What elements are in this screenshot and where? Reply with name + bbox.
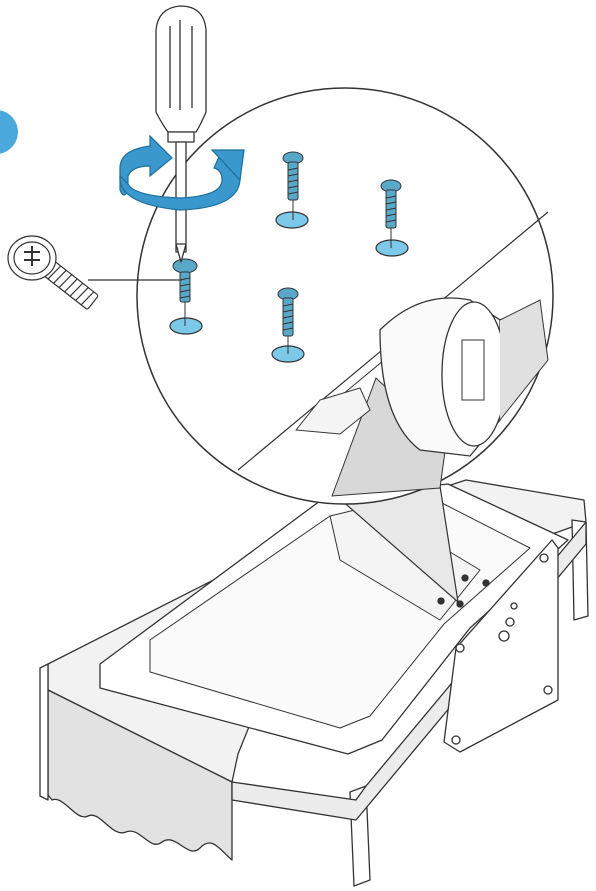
mount-hole: [437, 597, 445, 605]
screw-hole-icon: [275, 211, 309, 229]
step-badge: [0, 110, 18, 154]
zoom-circle: [136, 87, 554, 505]
mount-hole: [461, 574, 469, 582]
screw-hole-icon: [375, 239, 409, 257]
screw-icon: [380, 179, 402, 248]
screwdriver-icon: [155, 5, 207, 263]
screw-hole-icon: [169, 317, 203, 335]
cloth: [47, 689, 233, 861]
screw-icon: [277, 287, 299, 354]
screw-icon: [282, 151, 304, 220]
screw-icon: [172, 258, 198, 326]
table-edge: [231, 521, 587, 821]
mount-hole: [482, 579, 490, 587]
stand-base: [443, 539, 559, 753]
rotation-arrow-icon: [119, 134, 245, 211]
table-leg: [39, 663, 49, 801]
screw-detail: [7, 235, 182, 310]
screws: [172, 151, 402, 354]
